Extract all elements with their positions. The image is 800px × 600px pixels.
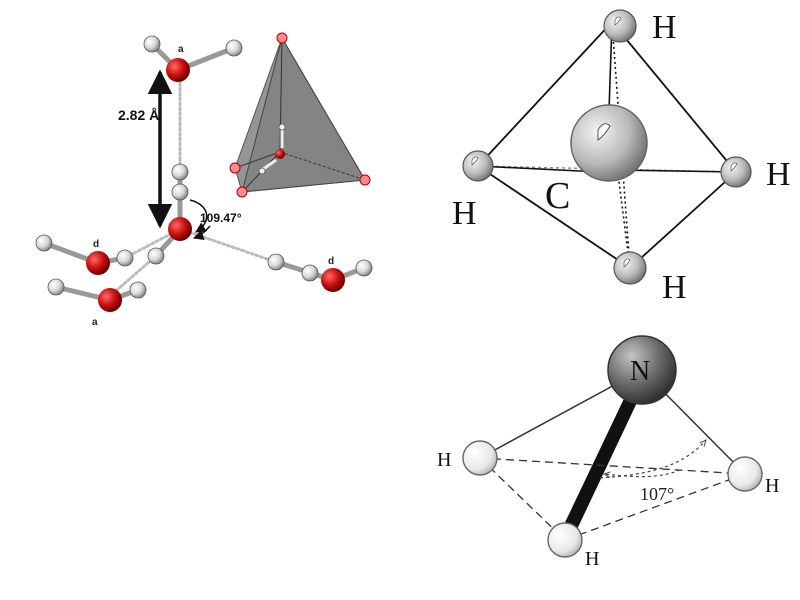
hydrogen-atom bbox=[47, 278, 65, 296]
water-panel: 2.82 Å 109.47° a d d a bbox=[35, 32, 373, 328]
hydrogen-atom bbox=[301, 264, 319, 282]
hydrogen-atom bbox=[547, 522, 583, 558]
molecule-label-a: a bbox=[92, 317, 98, 328]
oxygen-atom bbox=[98, 288, 122, 312]
angle-arc bbox=[189, 199, 208, 233]
carbon-highlight bbox=[597, 123, 611, 141]
methane-panel: C H H H H bbox=[452, 9, 791, 306]
hydrogen-atom bbox=[603, 9, 637, 43]
hydrogen-atom bbox=[462, 440, 498, 476]
methane-atoms bbox=[462, 9, 752, 285]
hydrogen-atom bbox=[171, 183, 189, 201]
hydrogen-atom bbox=[613, 251, 647, 285]
nitrogen-label: N bbox=[630, 356, 650, 387]
hydrogen-label-bottom: H bbox=[662, 269, 687, 306]
hydrogen-atom bbox=[147, 247, 165, 265]
hydrogen-atom bbox=[35, 234, 53, 252]
angle-label: 109.47° bbox=[200, 211, 242, 225]
hydrogen-label-left: H bbox=[437, 449, 451, 471]
hydrogen-label-left: H bbox=[452, 195, 477, 232]
hydrogen-atom bbox=[171, 163, 189, 181]
molecule-label-a: a bbox=[178, 44, 184, 55]
oxygen-atom bbox=[86, 251, 110, 275]
hydrogen-label-bottom: H bbox=[585, 548, 599, 570]
hydrogen-label-right: H bbox=[766, 156, 791, 193]
angle-arc bbox=[599, 440, 706, 479]
distance-label: 2.82 Å bbox=[118, 107, 159, 123]
carbon-label: C bbox=[545, 175, 570, 217]
molecule-label-d: d bbox=[328, 256, 334, 267]
hydrogen-atom bbox=[462, 150, 494, 182]
oxygen-atom bbox=[168, 217, 192, 241]
angle-arc bbox=[604, 469, 681, 477]
hydrogen-atom bbox=[129, 281, 147, 299]
ammonia-bonds bbox=[479, 369, 746, 541]
methane-bonds bbox=[477, 21, 737, 269]
carbon-atom bbox=[570, 104, 648, 182]
ice-tetrahedron bbox=[229, 32, 371, 198]
hydrogen-atom bbox=[225, 39, 243, 57]
hydrogen-atom bbox=[116, 249, 134, 267]
hydrogen-label-top: H bbox=[652, 9, 677, 46]
hydrogen-atom bbox=[267, 253, 285, 271]
ammonia-atoms bbox=[462, 335, 763, 558]
hydrogen-atom bbox=[727, 456, 763, 492]
hydrogen-atom bbox=[720, 156, 752, 188]
ammonia-panel: N H H H 107° bbox=[437, 335, 779, 570]
molecule-label-d: d bbox=[93, 239, 99, 250]
oxygen-atom bbox=[321, 268, 345, 292]
nitrogen-atom bbox=[607, 335, 677, 405]
hydrogen-label-right: H bbox=[765, 475, 779, 497]
wedge-bond bbox=[560, 386, 642, 540]
water-atoms bbox=[35, 35, 373, 312]
hydrogen-atom bbox=[143, 35, 161, 53]
bond-angle-label: 107° bbox=[640, 484, 674, 504]
angle-arc bbox=[193, 225, 211, 240]
oxygen-atom bbox=[166, 58, 190, 82]
hydrogen-atom bbox=[355, 259, 373, 277]
